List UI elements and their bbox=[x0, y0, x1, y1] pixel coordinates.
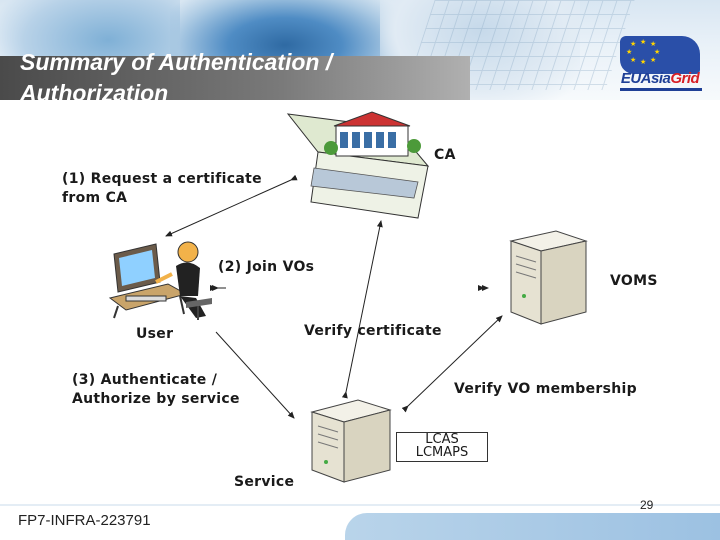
title-bar bbox=[0, 56, 470, 100]
slide-title: Summary of Authentication / Authorizatio… bbox=[20, 49, 333, 106]
euasiagrid-logo: ★ ★ ★ ★ ★ ★ ★ ★ EUAsiaGrid bbox=[612, 34, 708, 94]
user-computer-icon bbox=[108, 241, 212, 320]
verify-certificate-label: Verify certificate bbox=[304, 323, 442, 339]
lcas-label: LCAS bbox=[425, 432, 459, 447]
logo-wordmark: EUAsiaGrid bbox=[620, 70, 700, 87]
arrow-service-voms bbox=[401, 315, 503, 413]
service-label: Service bbox=[234, 474, 295, 490]
step-request-certificate: (1) Request a certificate from CA bbox=[62, 171, 262, 206]
arrow-user-ca bbox=[165, 174, 298, 237]
footer-divider bbox=[0, 504, 720, 506]
footer-project-id: FP7-INFRA-223791 bbox=[18, 512, 151, 529]
step-authenticate: (3) Authenticate / Authorize by service bbox=[72, 372, 240, 407]
ca-label: CA bbox=[434, 147, 456, 163]
step-join-vos: (2) Join VOs bbox=[218, 259, 315, 275]
lcmaps-label: LCMAPS bbox=[415, 445, 469, 460]
user-label: User bbox=[136, 326, 174, 342]
page-number: 29 bbox=[640, 498, 654, 512]
diagram-graphics bbox=[108, 111, 588, 483]
service-server-icon bbox=[310, 399, 392, 483]
flow-arrows bbox=[165, 174, 503, 419]
footer-bar bbox=[345, 513, 720, 540]
verify-vo-membership-label: Verify VO membership bbox=[454, 381, 637, 397]
auth-diagram: CA (1) Request a certificate from CA (2)… bbox=[56, 106, 671, 490]
arrow-user-service bbox=[215, 331, 295, 419]
lcas-lcmaps-box: LCAS LCMAPS bbox=[396, 432, 488, 462]
arrow-service-ca bbox=[341, 220, 383, 399]
voms-server-icon bbox=[509, 230, 588, 325]
ca-building-icon bbox=[286, 111, 430, 219]
logo-flag bbox=[620, 36, 700, 74]
voms-label: VOMS bbox=[610, 273, 658, 289]
